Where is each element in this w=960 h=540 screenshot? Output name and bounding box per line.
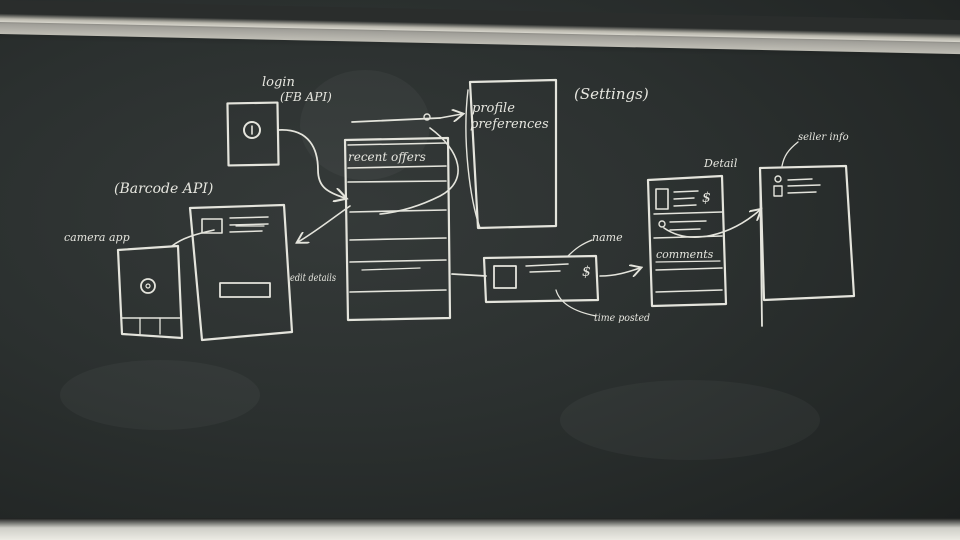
login-to-offers-arrow [277,129,345,198]
profile-loop-arrow [379,127,459,215]
comments-label: comments [656,248,714,261]
offers-to-edit-arrow [298,205,351,242]
login-screen [226,101,280,167]
detail-screen [646,174,728,308]
name-pointer [567,239,593,257]
camera-app-screen [116,244,184,340]
offers-to-profile-arrow [439,114,462,118]
profile-screen [465,78,558,230]
preferences-label: preferences [470,117,549,132]
offers-to-card-arrow [451,273,487,277]
comments-underline [655,260,721,263]
camera-app-label: camera app [64,231,130,244]
seller-info-label: seller info [798,132,849,143]
barcode-api-label: (Barcode API) [114,181,213,197]
offer-card [482,254,600,304]
recent-offers-label: recent offers [348,150,426,164]
detail-price-symbol: $ [702,190,711,206]
name-label: name [592,231,623,244]
settings-label: (Settings) [574,85,649,103]
card-price-symbol: $ [582,264,591,280]
fb-api-label: (FB API) [280,90,332,104]
seller-info-screen [758,164,856,327]
camera-to-barcode-arrow [171,229,215,247]
recent-offers-screen [343,113,452,322]
time-posted-label: time posted [594,313,650,324]
time-pointer [555,289,597,317]
edit-label: edit details [290,273,336,284]
seller-info-pointer [781,141,799,167]
profile-label: profile [472,101,515,116]
detail-label: Detail [703,157,738,170]
detail-to-seller-arrow [663,210,760,238]
chalk-tray [0,518,960,540]
login-label: login [262,75,295,90]
card-to-detail-arrow [599,268,640,276]
barcode-screen [188,203,294,342]
